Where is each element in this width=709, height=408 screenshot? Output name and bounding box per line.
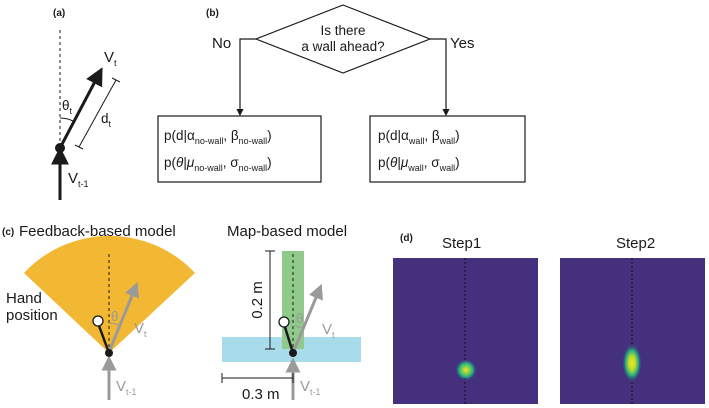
hand-label-line2: position — [6, 307, 58, 324]
map-hand-path — [282, 323, 295, 354]
feedback-angle-arc — [108, 322, 122, 327]
step1-probability-peak — [455, 359, 477, 381]
panel-a-label: (a) — [53, 8, 65, 19]
wall-distance-formula: p(d|αwall, βwall) — [378, 128, 460, 146]
step1-title: Step1 — [442, 235, 481, 252]
panel-d-label: (d) — [400, 233, 413, 244]
distance-line — [78, 79, 117, 148]
no-wall-distance-formula: p(d|αno-wall, βno-wall) — [164, 128, 272, 146]
decision-text-line1: Is there — [320, 23, 365, 38]
map-hand-position-marker — [278, 316, 290, 328]
feedback-theta-label: θ — [111, 309, 119, 324]
panel-a: (a) Vt θt dt Vt-1 — [51, 8, 121, 200]
panel-c: (c) Feedback-based model Hand position θ… — [2, 223, 361, 403]
decision-text-line2: a wall ahead? — [301, 39, 384, 54]
panel-b-label: (b) — [206, 8, 219, 19]
no-branch-arrow — [236, 38, 256, 117]
no-wall-distribution-box — [157, 115, 322, 183]
panel-b: (b) Is there a wall ahead? No Yes p(d|αn… — [157, 4, 526, 183]
panel-c-label: (c) — [2, 227, 14, 238]
step2-title: Step2 — [616, 235, 655, 252]
feedback-vt-label: Vt — [134, 320, 147, 339]
angle-arc — [59, 117, 74, 122]
velocity-current-arrow — [58, 67, 103, 149]
map-vt-arrow — [291, 283, 323, 354]
map-origin-dot — [289, 349, 297, 357]
map-model-title: Map-based model — [227, 223, 347, 240]
map-angle-arc — [292, 325, 305, 330]
map-vt-label: Vt — [322, 321, 335, 340]
vt-label: Vt — [104, 49, 117, 68]
panel-d: (d) Step1 Step2 — [393, 233, 705, 404]
feedback-vprev-label: Vt-1 — [116, 378, 137, 397]
distance-label: dt — [101, 111, 112, 129]
feedback-model-title: Feedback-based model — [19, 223, 176, 240]
map-theta-label: θ — [296, 311, 304, 326]
distance-tick-end — [111, 77, 121, 83]
feedback-origin-dot — [105, 349, 113, 357]
origin-dot — [55, 143, 65, 153]
no-wall-angle-formula: p(θ|μno-wall, σno-wall) — [164, 155, 272, 173]
feedback-hand-path — [96, 322, 111, 354]
yes-branch-arrow — [430, 38, 450, 117]
wall-angle-formula: p(θ|μwall, σwall) — [378, 155, 460, 173]
vertical-dimension-label: 0.2 m — [249, 281, 266, 319]
hand-label-line1: Hand — [6, 290, 42, 307]
no-label: No — [212, 35, 231, 52]
theta-label: θt — [62, 98, 73, 116]
step2-probability-peak — [622, 343, 642, 383]
yes-label: Yes — [450, 35, 474, 52]
wall-distribution-box — [369, 115, 526, 183]
hand-position-marker — [92, 315, 104, 327]
horizontal-dimension-label: 0.3 m — [242, 386, 280, 403]
feedback-vt-arrow — [107, 281, 139, 353]
decision-diamond — [254, 4, 432, 74]
map-vprev-label: Vt-1 — [300, 378, 321, 397]
distance-tick-start — [74, 144, 84, 150]
feedback-fan-region — [24, 235, 195, 353]
vprev-label: Vt-1 — [68, 170, 89, 189]
